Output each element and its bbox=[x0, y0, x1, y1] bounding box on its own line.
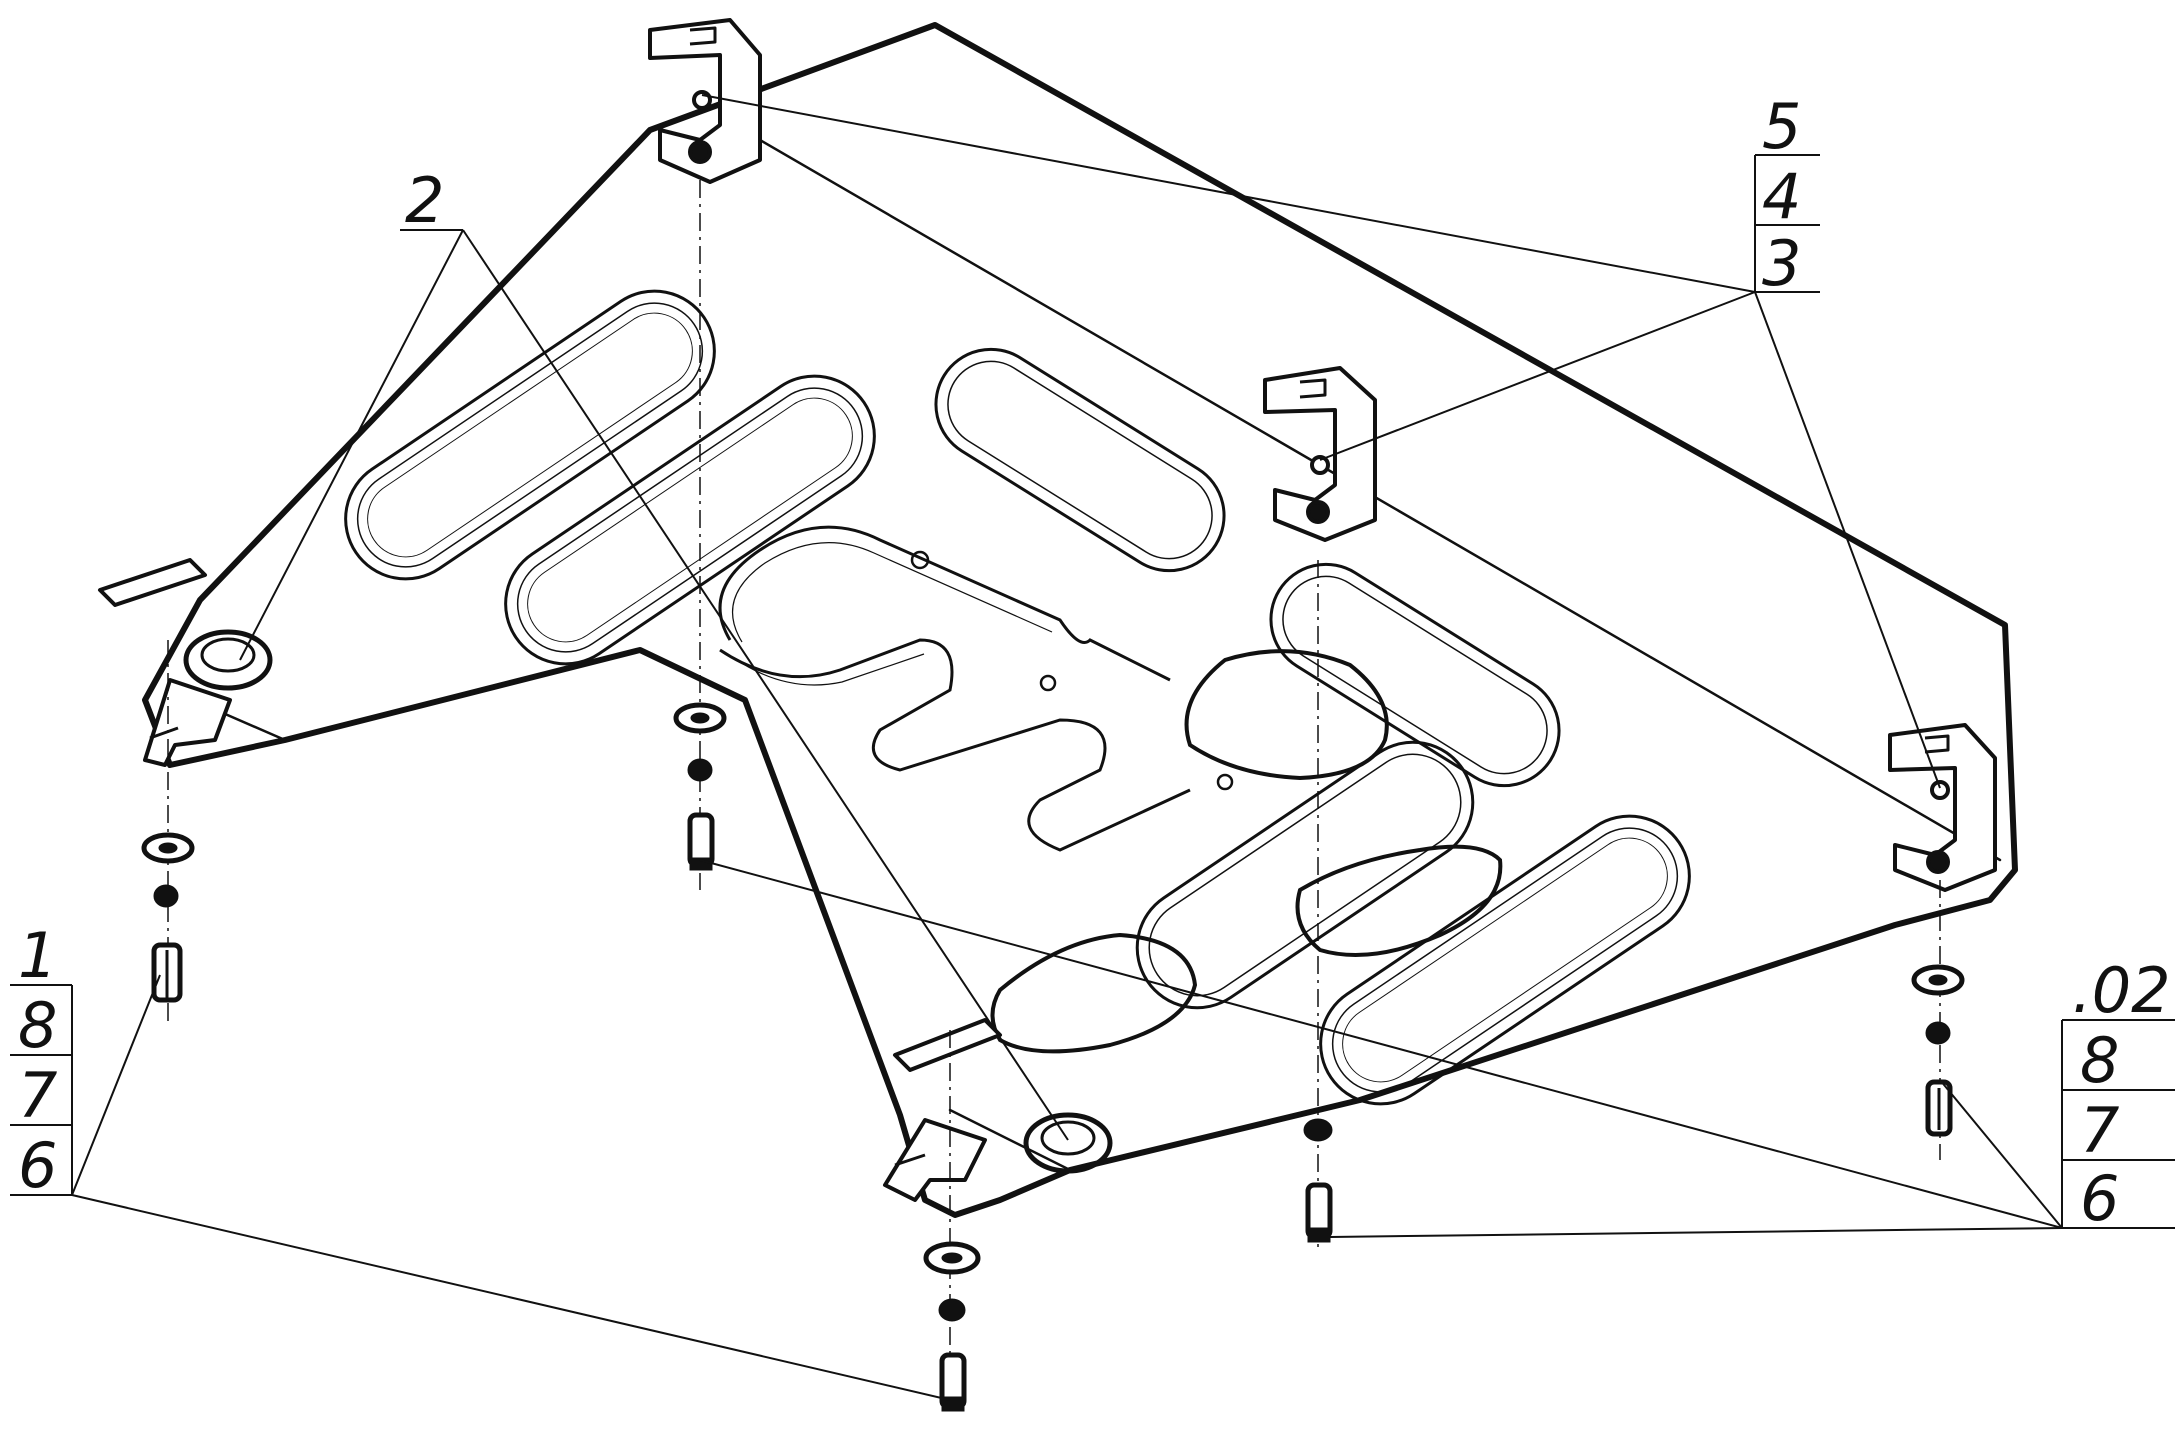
callout-bottom-right-2: 8 bbox=[2080, 1024, 2119, 1097]
ribs bbox=[344, 289, 1691, 1106]
bolt bbox=[939, 1352, 967, 1412]
fastener-set-mid bbox=[1303, 1118, 1333, 1243]
callout-bottom-right: .02 8 7 6 bbox=[2061, 954, 2175, 1235]
bracket-top bbox=[648, 18, 762, 184]
fastener-axes bbox=[167, 180, 1941, 1410]
skid-plate-outline bbox=[142, 22, 2018, 1218]
access-hole-3 bbox=[990, 932, 1198, 1054]
fastener-set-front bbox=[923, 1241, 981, 1412]
callout-2: 2 bbox=[400, 164, 463, 237]
callout-top-right-2: 4 bbox=[1762, 160, 1801, 233]
bracket-left-tab bbox=[98, 558, 232, 767]
bracket-front-tab bbox=[883, 1018, 1002, 1202]
callout-bottom-left-4: 6 bbox=[18, 1129, 57, 1202]
access-hole-1 bbox=[1184, 649, 1389, 781]
rib-3 bbox=[934, 347, 1226, 573]
nut bbox=[687, 758, 713, 782]
nut-boss-front bbox=[1023, 1112, 1113, 1174]
callout-bottom-right-1: .02 bbox=[2072, 954, 2171, 1027]
nut-bosses bbox=[183, 629, 1113, 1174]
skid-plate-front-fold bbox=[948, 1108, 1072, 1172]
access-holes bbox=[910, 550, 1503, 1054]
rib-center-channel bbox=[718, 525, 1191, 852]
leader-lines bbox=[71, 94, 2063, 1401]
callout-bottom-right-3: 7 bbox=[2080, 1094, 2119, 1167]
nut-boss-left bbox=[183, 629, 273, 691]
rib-6 bbox=[1319, 814, 1691, 1106]
small-hole-3 bbox=[1216, 773, 1234, 791]
nut bbox=[1925, 1021, 1951, 1045]
small-hole-1 bbox=[910, 550, 930, 570]
bolt bbox=[1925, 1079, 1953, 1137]
callout-top-right-1: 5 bbox=[1762, 90, 1801, 163]
callout-2-label: 2 bbox=[405, 164, 444, 237]
callout-top-right-3: 3 bbox=[1762, 227, 1801, 300]
bracket-right bbox=[1888, 723, 1997, 892]
rib-2 bbox=[504, 374, 876, 666]
callout-bottom-left: 1 8 7 6 bbox=[10, 919, 73, 1202]
fastener-set-right bbox=[1911, 964, 1965, 1137]
callout-bottom-left-1: 1 bbox=[18, 919, 57, 992]
callout-bottom-left-2: 8 bbox=[18, 989, 57, 1062]
rib-5 bbox=[1135, 740, 1475, 1010]
nut bbox=[153, 884, 179, 908]
bolt bbox=[151, 942, 183, 1003]
fastener-set-left bbox=[141, 832, 195, 1003]
bracket-mid bbox=[1263, 366, 1377, 542]
rib-center-channel-inner bbox=[731, 542, 1053, 686]
access-hole-2 bbox=[1295, 844, 1503, 957]
callout-top-right: 5 4 3 bbox=[1754, 90, 1820, 300]
callout-bottom-left-3: 7 bbox=[18, 1059, 57, 1132]
nut bbox=[938, 1298, 966, 1322]
bolt bbox=[1305, 1182, 1333, 1243]
rib-4 bbox=[1269, 562, 1561, 788]
rib-1 bbox=[344, 289, 716, 581]
callout-bottom-right-4: 6 bbox=[2080, 1162, 2119, 1235]
skid-plate-back-edge bbox=[758, 138, 2002, 862]
nut bbox=[1303, 1118, 1333, 1142]
fasteners bbox=[141, 702, 1965, 1412]
brackets bbox=[98, 18, 1997, 1202]
small-hole-2 bbox=[1039, 674, 1057, 692]
